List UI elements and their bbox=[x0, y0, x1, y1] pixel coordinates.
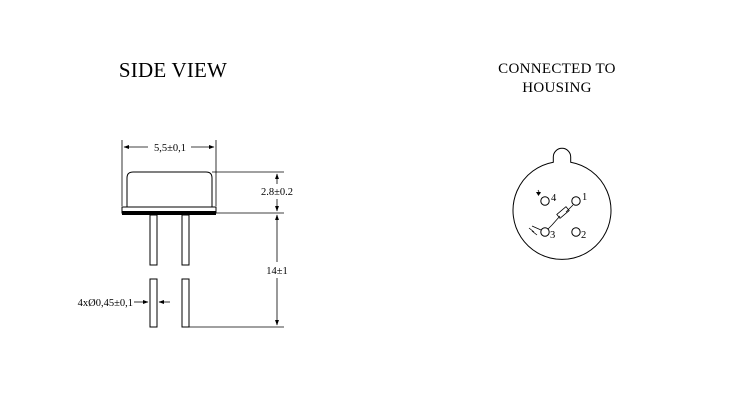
connection-title-line2: HOUSING bbox=[522, 80, 592, 96]
width-dimension: 5,5±0,1 bbox=[121, 140, 217, 206]
lead-diameter-dimension-label: 4xØ0,45±0,1 bbox=[78, 298, 133, 309]
height-dimension: 2.8±0.2 bbox=[212, 171, 293, 214]
height-dimension-label: 2.8±0.2 bbox=[261, 187, 293, 198]
pin-label-4: 4 bbox=[551, 193, 557, 204]
pin-label-2: 2 bbox=[581, 230, 586, 241]
housing-outline bbox=[512, 147, 612, 260]
pin-label-3: 3 bbox=[550, 230, 555, 241]
ground-symbol bbox=[536, 189, 541, 196]
connection-title-line1: CONNECTED TO bbox=[498, 61, 616, 77]
crystal-element-symbol bbox=[528, 204, 574, 236]
crystal-body bbox=[121, 171, 217, 215]
connection-view: CONNECTED TO HOUSING 4 1 3 2 bbox=[498, 61, 616, 260]
leads-upper bbox=[149, 214, 190, 266]
pin-4 bbox=[540, 196, 550, 206]
pin-2 bbox=[571, 227, 581, 237]
side-view-title: SIDE VIEW bbox=[119, 58, 227, 82]
width-dimension-label: 5,5±0,1 bbox=[154, 143, 186, 154]
pin-label-1: 1 bbox=[582, 192, 587, 203]
lead-diameter-dimension: 4xØ0,45±0,1 bbox=[78, 298, 170, 309]
pin-3 bbox=[540, 227, 550, 237]
lead-length-dimension-label: 14±1 bbox=[266, 266, 288, 277]
lead-length-dimension: 14±1 bbox=[189, 214, 288, 328]
side-view: SIDE VIEW 5,5±0,1 bbox=[78, 58, 293, 328]
pin-1 bbox=[571, 196, 581, 206]
leads-lower bbox=[149, 278, 190, 328]
pins: 4 1 3 2 bbox=[540, 192, 587, 241]
